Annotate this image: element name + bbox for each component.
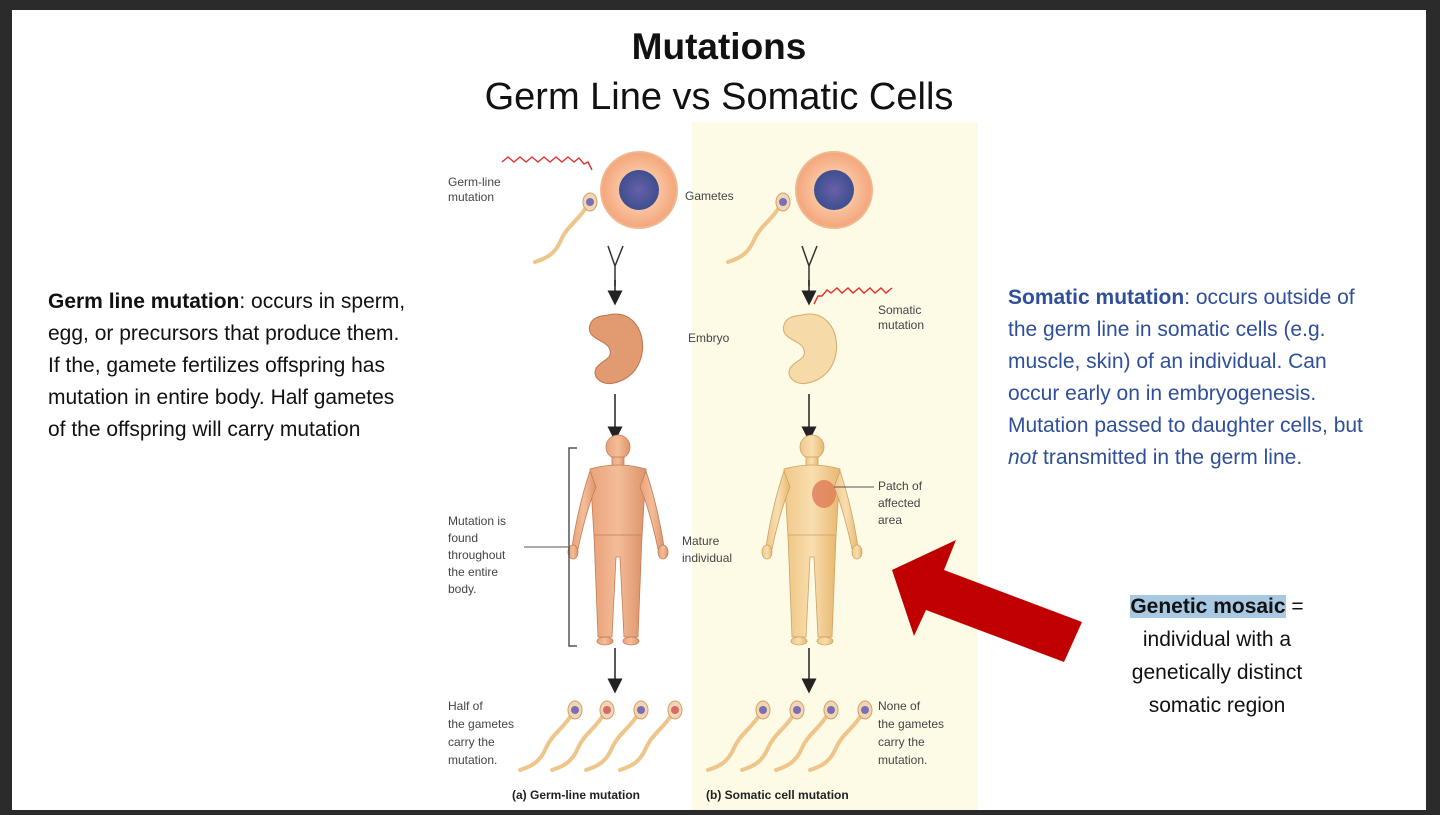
somatic-text-after: transmitted in the germ line.	[1037, 446, 1303, 469]
label-mutation-found: Mutation is found throughout the entire …	[448, 514, 509, 596]
label-mature-individual: Mature individual	[682, 534, 732, 565]
germ-line-term: Germ line mutation	[48, 290, 240, 313]
genetic-mosaic-note: Genetic mosaic = individual with a genet…	[1110, 590, 1324, 722]
caption-a: (a) Germ-line mutation	[512, 788, 640, 802]
human-figure-b	[761, 434, 863, 646]
slide-subtitle: Germ Line vs Somatic Cells	[484, 76, 954, 118]
somatic-description: Somatic mutation: occurs outside of the …	[1008, 282, 1378, 474]
genetic-mosaic-term: Genetic mosaic	[1130, 595, 1286, 618]
label-embryo: Embryo	[688, 331, 730, 345]
label-somatic-mutation: Somatic mutation	[878, 303, 925, 332]
somatic-panel-background	[692, 122, 978, 810]
label-germ-line-mutation: Germ-line mutation	[448, 175, 504, 204]
somatic-term: Somatic mutation	[1008, 286, 1185, 309]
big-red-arrow	[892, 540, 1082, 662]
somatic-text-before: : occurs outside of the germ line in som…	[1008, 286, 1363, 437]
human-figure-a	[567, 434, 669, 646]
egg-nucleus-b	[814, 170, 854, 210]
label-none-gametes: None of the gametes carry the mutation.	[878, 699, 947, 767]
germ-line-text: : occurs in sperm, egg, or precursors th…	[48, 290, 406, 441]
mutation-zigzag-b	[813, 287, 893, 305]
germ-line-description: Germ line mutation: occurs in sperm, egg…	[48, 286, 416, 446]
caption-b: (b) Somatic cell mutation	[706, 788, 849, 802]
genetic-mosaic-text: = individual with a genetically distinct…	[1131, 595, 1304, 717]
label-gametes: Gametes	[685, 189, 734, 203]
somatic-emphasis: not	[1008, 446, 1038, 469]
label-half-gametes: Half of the gametes carry the mutation.	[448, 699, 517, 767]
affected-patch	[812, 480, 836, 508]
mutation-diagram: Germ-line mutation Gametes Embryo Somati…	[448, 151, 1082, 802]
slide-title: Mutations	[631, 26, 807, 67]
embryo-a	[588, 313, 644, 385]
label-patch: Patch of affected area	[878, 479, 925, 527]
egg-nucleus-a	[619, 170, 659, 210]
slide: Mutations Germ Line vs Somatic Cells	[12, 10, 1426, 810]
mutation-zigzag-a	[501, 156, 593, 171]
embryo-b	[782, 313, 838, 385]
